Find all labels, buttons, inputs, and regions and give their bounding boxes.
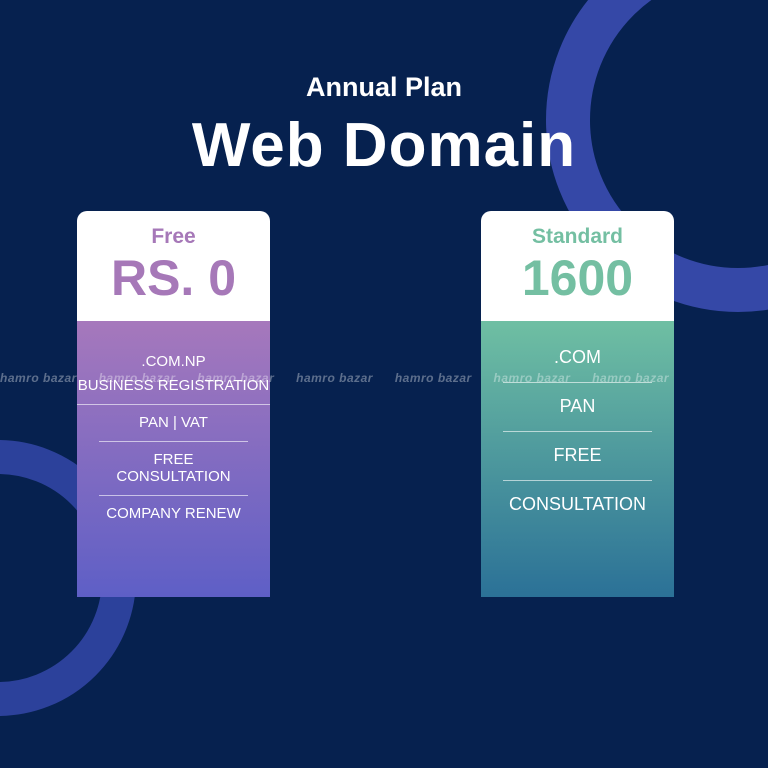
- plan-tier: Free: [151, 225, 196, 248]
- watermark: hamro bazar: [0, 371, 77, 385]
- plan-feature: CONSULTATION: [508, 494, 646, 514]
- plan-card-standard: Standard 1600 .COM PAN FREE CONSULTATION: [481, 211, 674, 597]
- plan-price: 1600: [521, 250, 634, 306]
- plan-feature: COMPANY RENEW: [106, 505, 241, 522]
- decorative-ring-top-right: [546, 0, 768, 312]
- watermark: hamro bazar: [592, 371, 670, 385]
- watermark: hamro bazar: [493, 371, 571, 385]
- plan-feature: PAN: [503, 383, 652, 432]
- plan-card-free: Free RS. 0 .COM.NP BUSINESS REGISTRATION…: [77, 211, 270, 597]
- watermark: hamro bazar: [197, 371, 275, 385]
- plan-feature: FREE: [503, 432, 652, 481]
- watermark-strip: hamro bazar hamro bazar hamro bazar hamr…: [0, 371, 768, 385]
- page-subtitle: Annual Plan: [305, 72, 462, 102]
- watermark: hamro bazar: [296, 371, 373, 385]
- plan-feature: .COM: [503, 321, 652, 383]
- plan-tier: Standard: [531, 225, 623, 248]
- page-title: Web Domain: [191, 111, 577, 180]
- plan-feature: PAN | VAT: [99, 405, 248, 442]
- plan-feature: .COM.NP: [141, 353, 206, 370]
- watermark: hamro bazar: [98, 371, 176, 385]
- plan-feature: FREE CONSULTATION: [99, 442, 248, 496]
- plan-feature: BUSINESS REGISTRATION: [77, 370, 270, 405]
- watermark: hamro bazar: [394, 371, 472, 385]
- plan-price: RS. 0: [110, 250, 237, 306]
